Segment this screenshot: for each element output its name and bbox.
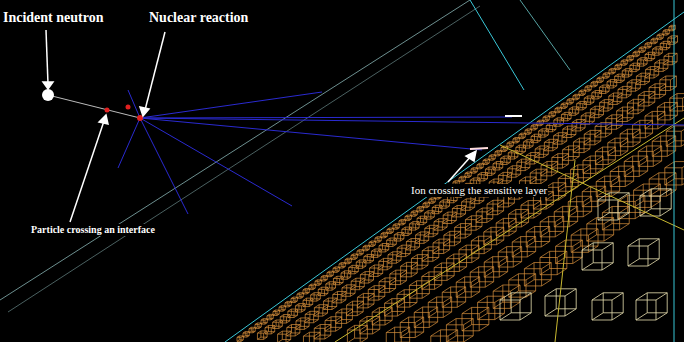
annotation-label: Incident neutron (2, 10, 104, 26)
annotation-label: Ion crossing the sensitive layer (410, 184, 548, 197)
annotation-label: Nuclear reaction (148, 10, 249, 26)
annotation-label: Particle crossing an interface (30, 224, 156, 236)
